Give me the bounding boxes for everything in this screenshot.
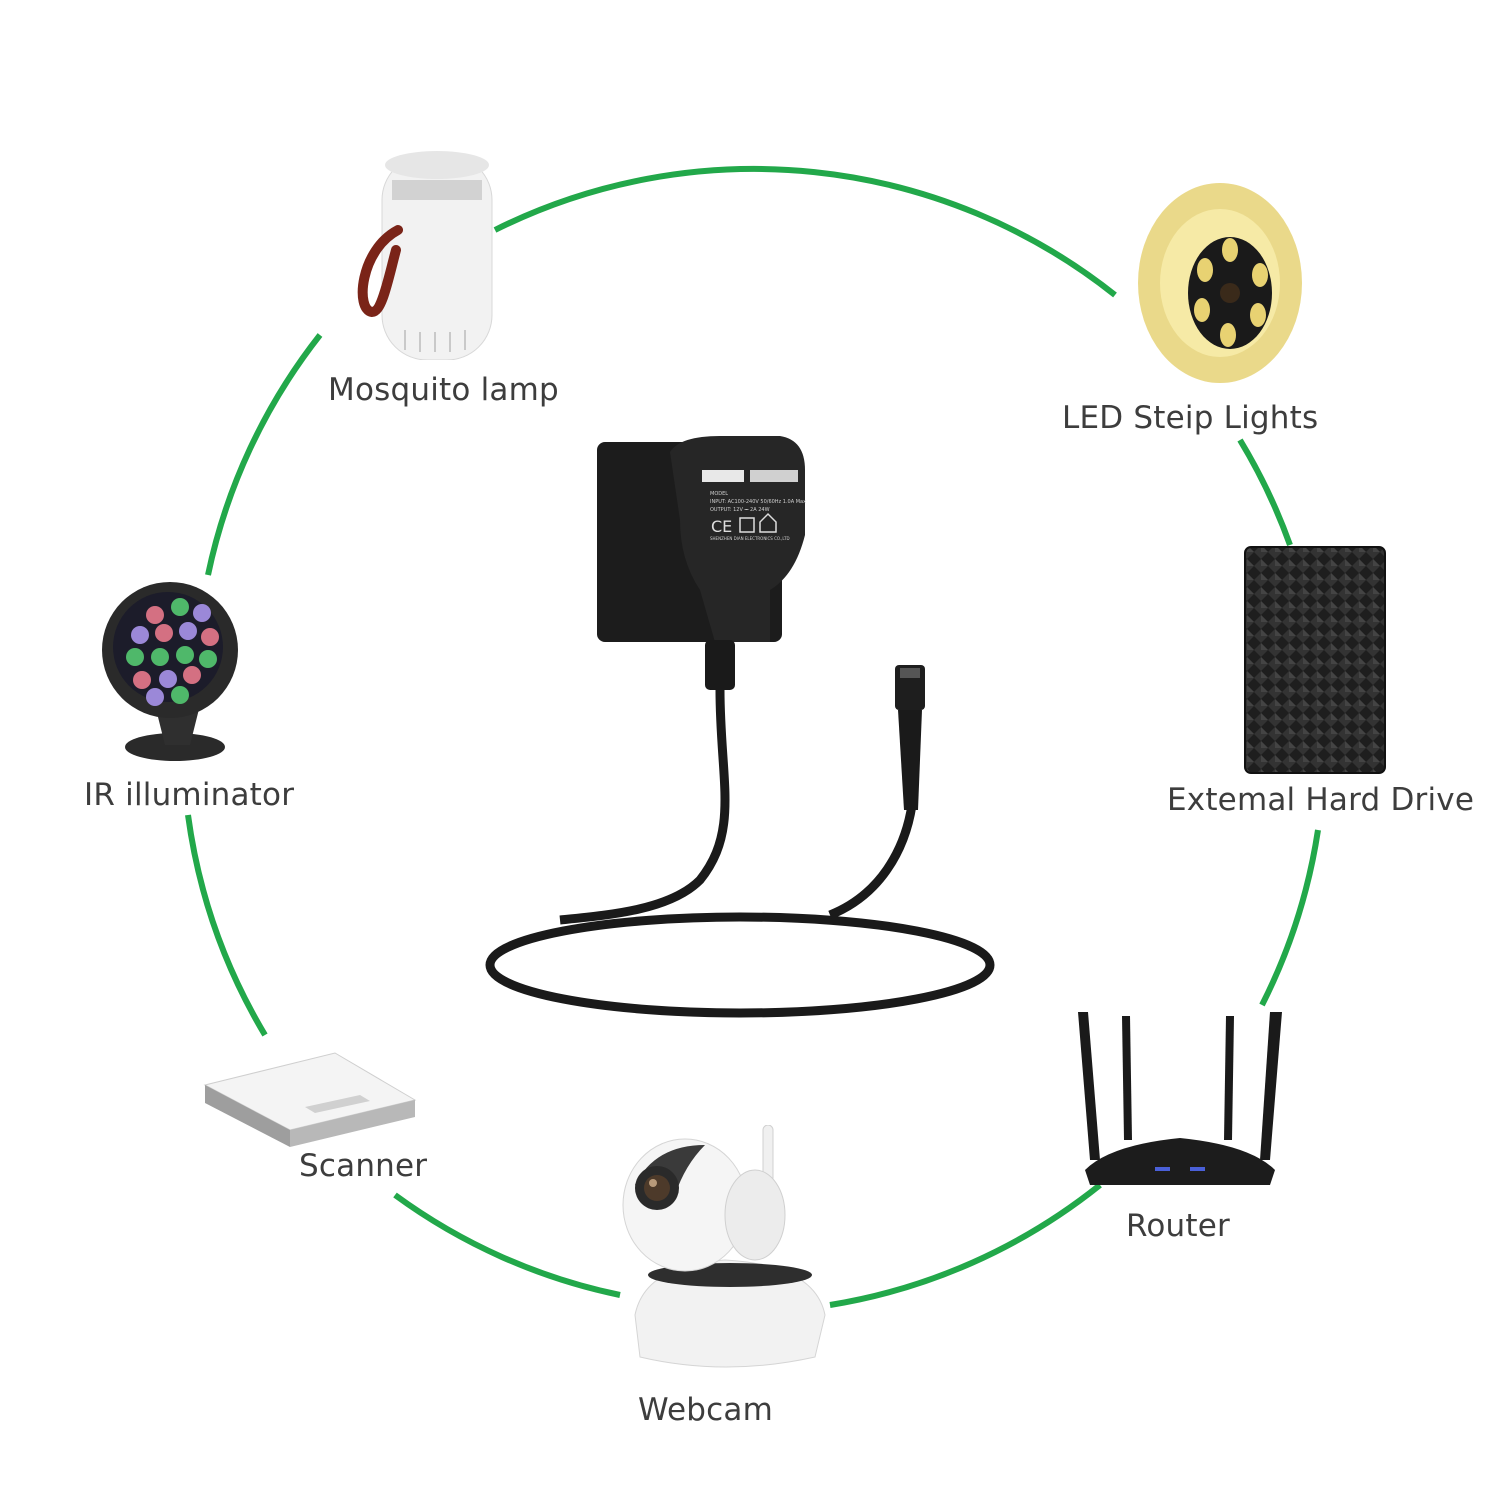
indoor-use-icon — [759, 512, 777, 533]
label-led-strip: LED Steip Lights — [1062, 400, 1319, 436]
device-scanner — [195, 1045, 425, 1150]
mosquito-lamp-image — [357, 151, 493, 360]
double-insulation-icon — [739, 517, 755, 533]
device-router — [1070, 1010, 1290, 1195]
label-router: Router — [1126, 1208, 1230, 1244]
adapter-plug-face — [670, 436, 805, 642]
cable-to-plug — [828, 804, 917, 920]
led-strip-image — [1138, 183, 1302, 383]
ring-arc-top — [493, 166, 1117, 298]
device-mosquito-lamp — [320, 140, 520, 360]
ring-arc-bottom-left — [393, 1192, 621, 1298]
ring-arc-left-lower — [185, 814, 268, 1037]
label-mosquito-lamp: Mosquito lamp — [328, 372, 559, 408]
scanner-image — [203, 1052, 417, 1147]
hard-drive-image — [1244, 546, 1386, 774]
adapter-neck — [705, 640, 735, 690]
ring-arc-left-upper — [205, 333, 323, 576]
ring-arc-right-lower — [1259, 829, 1321, 1007]
label-scanner: Scanner — [299, 1148, 428, 1184]
ring-arc-bottom-right — [829, 1182, 1102, 1308]
ce-mark: CE — [711, 517, 732, 536]
plate-line-3: OUTPUT: 12V ⎓ 2A 24W — [710, 507, 770, 513]
router-image — [1078, 1012, 1282, 1185]
device-hard-drive — [1240, 545, 1390, 775]
device-ir-illuminator — [100, 575, 250, 765]
webcam-image — [622, 1125, 826, 1368]
label-ir-illuminator: IR illuminator — [84, 777, 295, 813]
label-hard-drive: Extemal Hard Drive — [1167, 782, 1475, 818]
cable-loop — [485, 912, 995, 1018]
ring-arc-right-upper — [1237, 438, 1293, 547]
ir-illuminator-image — [102, 582, 238, 761]
plate-line-4: SHENZHEN DIAN ELECTRONICS CO.,LTD — [710, 536, 790, 541]
device-webcam — [615, 1125, 835, 1375]
label-webcam: Webcam — [638, 1392, 774, 1428]
dc-plug-strain-relief — [898, 710, 922, 810]
device-led-strip — [1120, 175, 1320, 395]
plate-line-2: INPUT: AC100-240V 50/60Hz 1.0A Max — [710, 499, 806, 505]
plate-line-1: MODEL — [710, 491, 728, 497]
cable-to-adapter — [559, 689, 730, 925]
